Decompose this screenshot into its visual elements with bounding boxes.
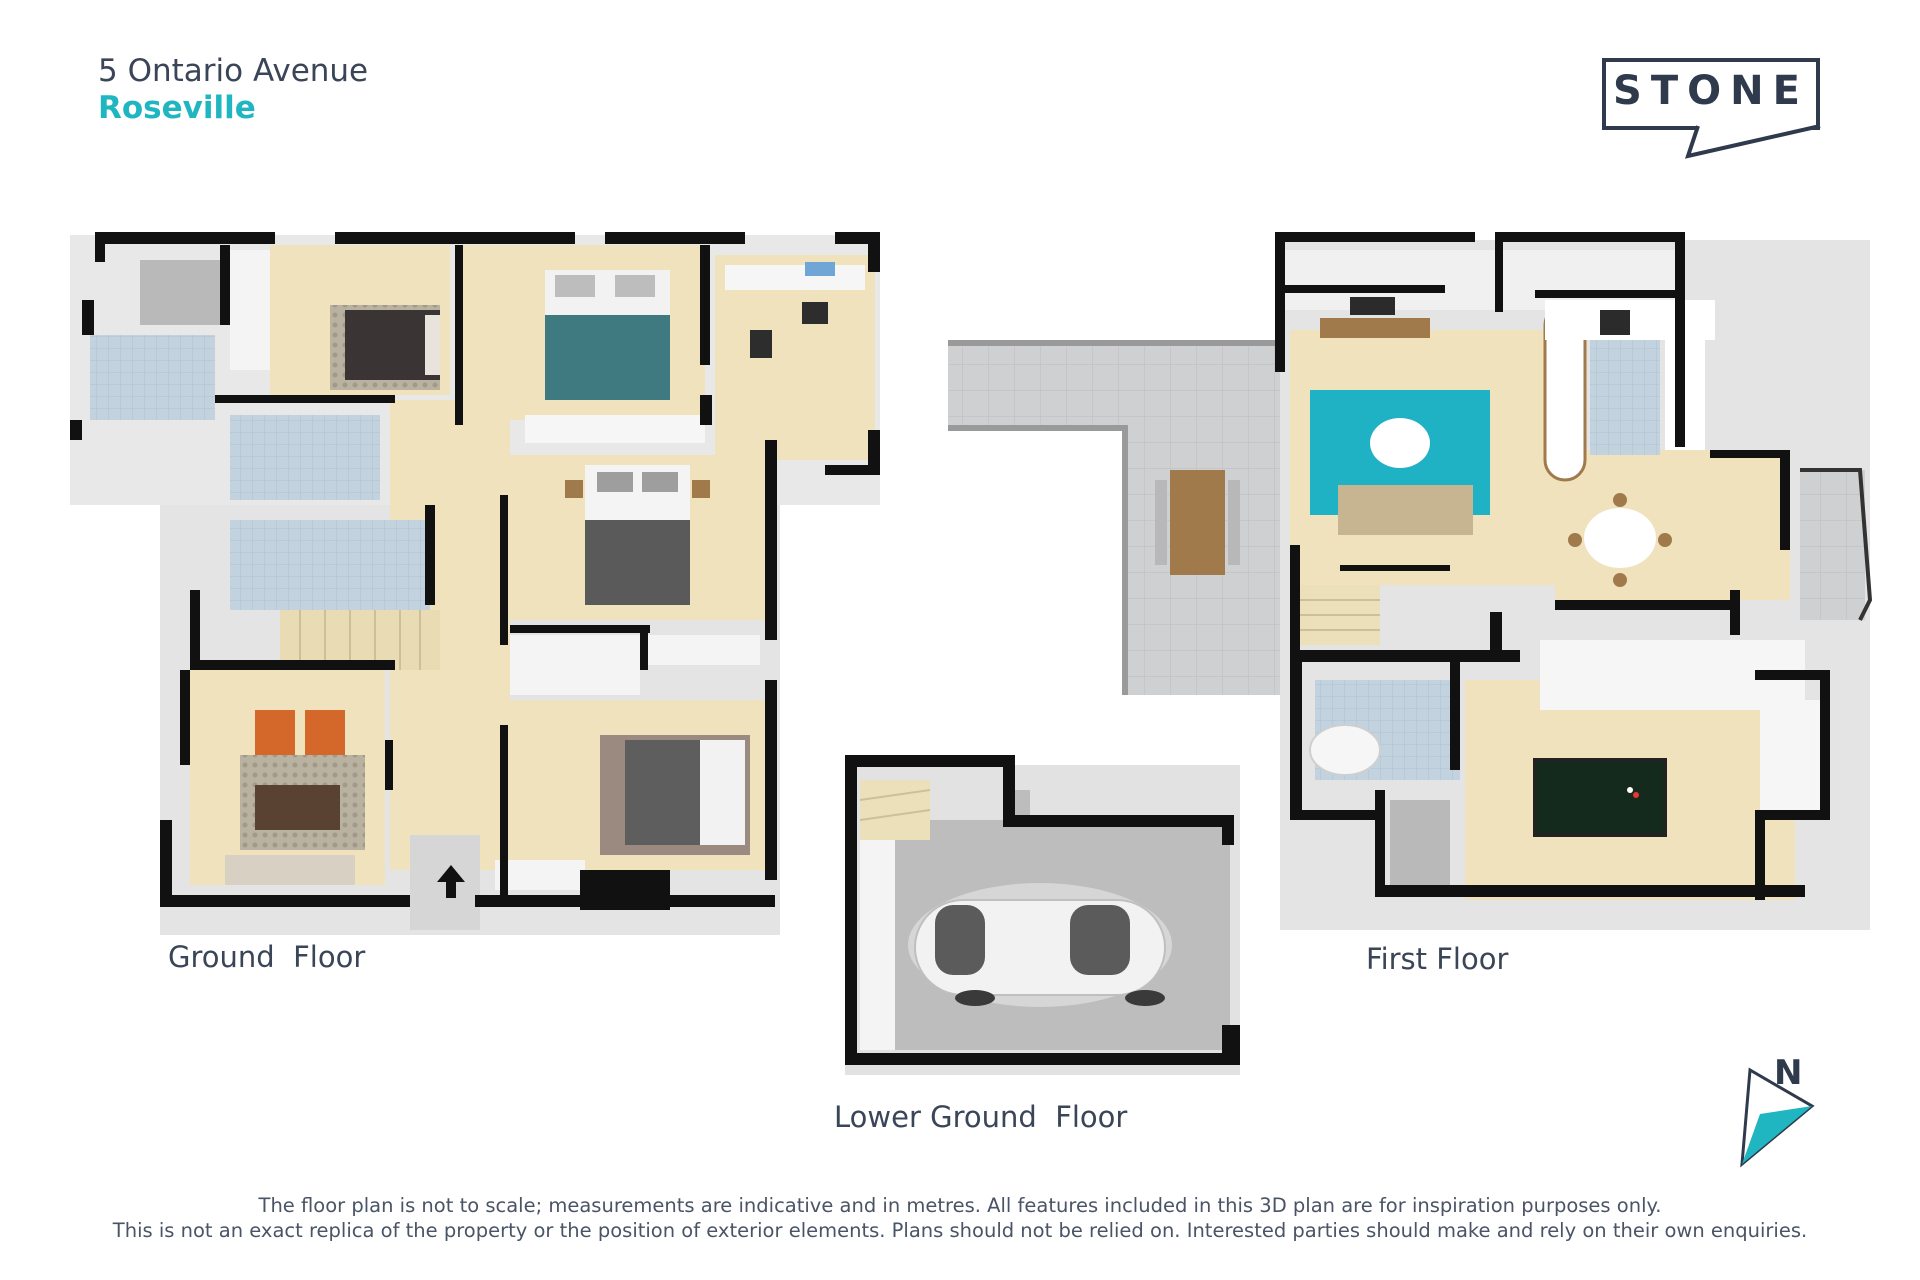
- lower-walls: [845, 755, 1240, 1065]
- bathtub: [1309, 724, 1381, 776]
- lower-stairs: [860, 780, 930, 840]
- logo-text: STONE: [1613, 68, 1809, 114]
- balcony: [1800, 470, 1865, 620]
- disclaimer-line-1: The floor plan is not to scale; measurem…: [258, 1194, 1662, 1217]
- address-line: 5 Ontario Avenue: [98, 53, 369, 89]
- logo-tail-icon: [1684, 124, 1821, 159]
- address-block: 5 Ontario Avenue Roseville: [98, 52, 368, 126]
- living-furniture-first: [1310, 297, 1490, 535]
- compass-north-label: N: [1774, 1053, 1802, 1093]
- first-floor-plan: [948, 232, 1873, 930]
- bed-nw: [330, 305, 440, 390]
- living-furniture: [225, 710, 365, 885]
- stone-logo: STONE: [1602, 58, 1824, 162]
- ground-bathroom-2: [230, 415, 380, 500]
- study-desk: [725, 262, 865, 358]
- lower-ground-floor-label: Lower Ground Floor: [834, 1100, 1128, 1134]
- ground-bathroom-1: [90, 335, 215, 420]
- bed-middle: [565, 465, 710, 605]
- pool-table: [1533, 758, 1667, 837]
- first-walls: [1275, 232, 1830, 900]
- disclaimer-line-2: This is not an exact replica of the prop…: [112, 1219, 1808, 1242]
- terrace-dining-table: [1155, 470, 1240, 575]
- ground-walls: [70, 232, 880, 910]
- ground-floor-label: Ground Floor: [168, 940, 366, 974]
- compass-arrow-icon: N: [1740, 1053, 1815, 1168]
- first-floor-label: First Floor: [1366, 942, 1509, 976]
- dining-table: [1568, 493, 1672, 587]
- bed-south: [600, 735, 750, 855]
- suburb-label: Roseville: [98, 90, 256, 126]
- laundry: [230, 520, 430, 610]
- ground-floor-plan: [70, 232, 880, 935]
- north-compass: N: [1734, 1050, 1824, 1174]
- bed-north: [545, 270, 670, 400]
- entry-arrow-icon: [437, 865, 465, 898]
- lower-ground-floor-plan: [845, 755, 1240, 1075]
- car: [908, 883, 1172, 1007]
- first-stairs: [1300, 585, 1380, 645]
